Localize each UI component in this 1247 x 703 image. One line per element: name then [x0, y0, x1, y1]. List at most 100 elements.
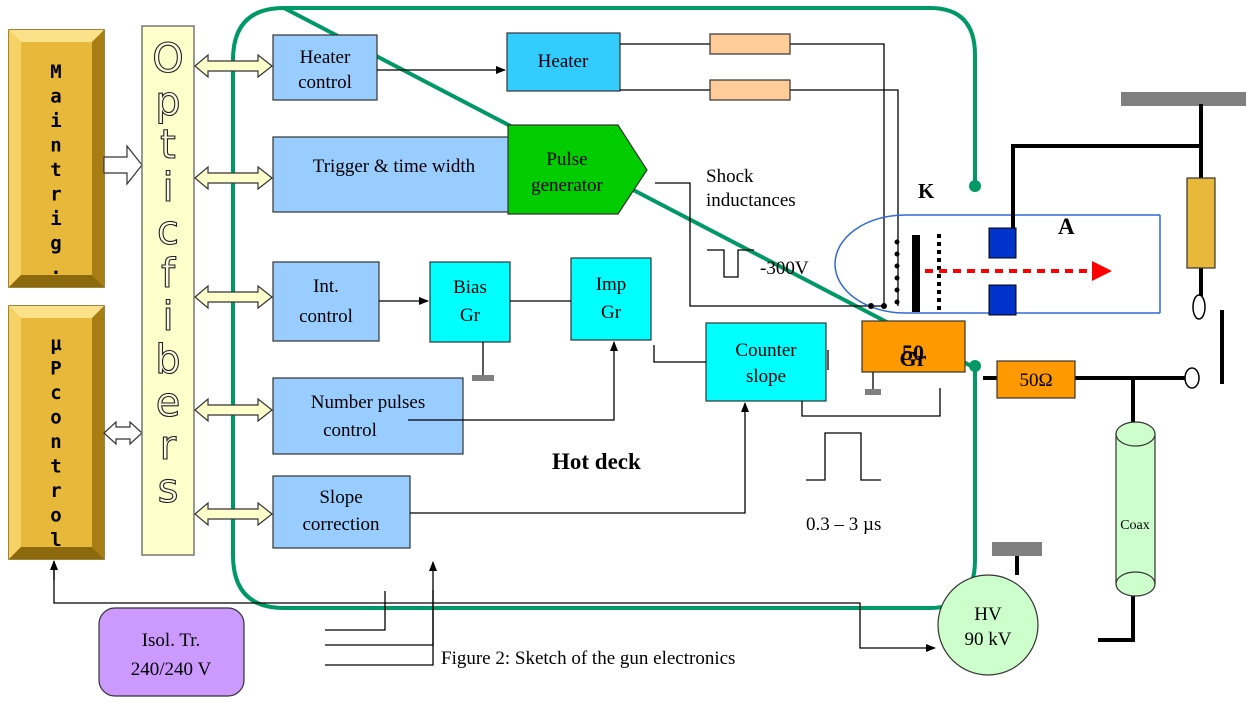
heater-control-block: Heater control — [272, 34, 378, 101]
heater-control-label-2: control — [298, 72, 352, 93]
pulse-generator-label-2: generator — [531, 175, 603, 196]
pulse-symbol-pos — [806, 432, 881, 481]
optic-fibers-char: b — [155, 337, 180, 383]
anode-bottom — [988, 284, 1017, 316]
optic-fibers-char: i — [162, 294, 173, 340]
enclosure-terminal-top — [969, 180, 981, 192]
main-trig-char: a — [50, 86, 61, 108]
mu-control-char: o — [50, 505, 61, 527]
optic-fibers-char: e — [156, 380, 181, 426]
main-trig-char: i — [50, 110, 61, 132]
hv-source: HV 90 kV — [937, 574, 1039, 676]
mu-control-char: n — [50, 431, 61, 453]
spark-gap-top — [1192, 294, 1206, 320]
hv-label-1: HV — [974, 604, 1002, 625]
hot-deck-label: Hot deck — [552, 449, 641, 474]
isol-tr-label-1: Isol. Tr. — [142, 630, 201, 651]
imp-gr-block: Imp Gr — [570, 257, 652, 341]
bias-gr-label-2: Gr — [460, 305, 481, 326]
shock-inductance-1 — [709, 33, 791, 55]
spark-gap-side — [1184, 367, 1200, 389]
cathode-grid-dots — [894, 239, 900, 305]
trigger-block: Trigger & time width — [272, 136, 516, 213]
mu-control-char: o — [50, 407, 61, 429]
gr-block: 50 Gr — [861, 320, 966, 373]
anode-top — [988, 227, 1017, 259]
pulse-generator-label-1: Pulse — [546, 149, 587, 170]
heater-block: Heater — [506, 32, 621, 92]
mu-control-char: t — [50, 456, 61, 478]
mu-control-optic-arrow — [103, 420, 143, 446]
optic-fibers-char: s — [158, 466, 179, 512]
counter-slope-label-2: slope — [746, 366, 786, 387]
trigger-label: Trigger & time width — [313, 156, 476, 177]
int-control-label-2: control — [299, 306, 353, 327]
pulse-symbol-neg — [707, 249, 754, 278]
right-circuit-wires — [983, 104, 1224, 642]
optic-fibers-char: p — [155, 79, 180, 125]
bias-ground-symbol — [472, 375, 494, 381]
resistor-50-label: 50Ω — [1019, 370, 1052, 391]
mu-control-char: P — [50, 358, 61, 380]
int-control-label-1: Int. — [313, 276, 339, 297]
number-pulses-label-1: Number pulses — [311, 392, 426, 413]
optic-fibers-char: O — [152, 36, 183, 82]
counter-slope-block: Counter slope — [705, 322, 827, 402]
main-trig-char: M — [50, 61, 61, 83]
divider-resistor — [1186, 177, 1216, 269]
bias-gr-label-1: Bias — [453, 277, 487, 298]
mu-control-char: r — [50, 480, 61, 502]
hv-label-2: 90 kV — [965, 629, 1012, 650]
mu-control-char: l — [50, 529, 61, 551]
main-trig-char: . — [50, 257, 61, 279]
enclosure-terminal-bottom — [969, 360, 981, 372]
imp-gr-label-1: Imp — [596, 274, 627, 295]
slope-correction-block: Slope correction — [272, 475, 411, 549]
isol-transformer-block: Isol. Tr. 240/240 V — [98, 607, 245, 697]
minus300-label: -300V — [760, 258, 809, 279]
main-trig-char: i — [50, 208, 61, 230]
gr-ground-symbol — [865, 389, 881, 395]
optic-fibers-char: r — [160, 423, 177, 469]
internal-wiring — [53, 43, 941, 666]
optic-fibers-char: f — [161, 251, 176, 297]
cathode — [912, 235, 920, 312]
number-pulses-label-2: control — [323, 420, 377, 441]
k-label: K — [918, 179, 935, 203]
number-pulses-block: Number pulses control — [272, 377, 464, 455]
int-control-block: Int. control — [272, 261, 380, 342]
hv-ground-bar — [992, 542, 1042, 556]
imp-gr-label-2: Gr — [601, 302, 622, 323]
electron-beam-head — [1092, 261, 1112, 281]
heater-control-label-1: Heater — [300, 47, 351, 68]
main-trig-to-optic-arrow — [103, 144, 143, 186]
figure-caption: Figure 2: Sketch of the gun electronics — [441, 648, 735, 669]
optic-fibers-char: t — [160, 122, 176, 168]
main-trig-char: t — [50, 159, 61, 181]
slope-correction-label-1: Slope — [319, 487, 362, 508]
main-trig-char: g — [50, 233, 61, 255]
heater-label: Heater — [538, 51, 589, 72]
counter-slope-label-1: Counter — [735, 340, 797, 361]
shock-label-2: inductances — [706, 190, 796, 211]
mu-control-char: c — [50, 382, 61, 404]
slope-correction-label-2: correction — [302, 514, 380, 535]
coax-label: Coax — [1120, 518, 1150, 533]
a-label: A — [1058, 214, 1075, 239]
isol-tr-label-2: 240/240 V — [131, 659, 212, 680]
coax-cable: Coax — [1115, 421, 1156, 597]
gun-envelope — [834, 214, 1160, 314]
pulse-width-label: 0.3 – 3 µs — [806, 514, 881, 535]
main-trig-char: r — [50, 184, 61, 206]
bias-gr-block: Bias Gr — [429, 261, 511, 343]
shock-inductance-2 — [709, 79, 791, 101]
gr-block-label-a: 50 — [902, 340, 924, 365]
shock-label-1: Shock — [706, 166, 754, 187]
ground-bar-top — [1121, 92, 1246, 106]
optic-fibers-char: i — [162, 165, 173, 211]
optic-fibers-char: c — [157, 208, 179, 254]
mu-control-char: µ — [50, 333, 62, 355]
pulse-generator-block: Pulse generator — [507, 124, 648, 215]
